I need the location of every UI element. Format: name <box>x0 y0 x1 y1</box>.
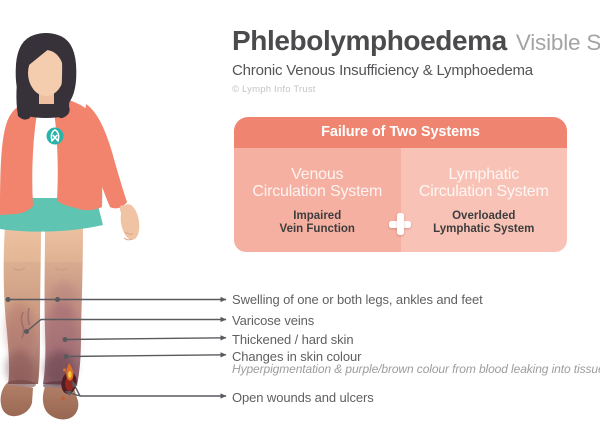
lymphatic-system-panel: Lymphatic Circulation System Overloaded … <box>400 148 567 252</box>
lymphatic-effect-line1: Overloaded <box>452 210 516 222</box>
systems-box-body: Venous Circulation System Impaired Vein … <box>234 148 567 252</box>
copyright-notice: © Lymph Info Trust <box>232 84 316 95</box>
page-title: Phlebolymphoedema <box>232 25 507 56</box>
symptom-wounds: Open wounds and ulcers <box>232 389 374 405</box>
lymphatic-name-line1: Lymphatic <box>448 166 520 183</box>
awareness-ribbon-icon <box>46 127 64 145</box>
callout-wounds-branch-2 <box>65 390 81 397</box>
lymphatic-effect-line2: Lymphatic System <box>433 223 535 235</box>
venous-effect-line2: Vein Function <box>279 223 355 235</box>
venous-effect-line1: Impaired <box>293 210 342 222</box>
woman-figure <box>0 33 140 420</box>
page-header: Phlebolymphoedema Visible Symptoms Chron… <box>232 25 600 96</box>
lymphatic-name-line2: Circulation System <box>418 182 549 200</box>
callout-wounds-branch-1 <box>71 381 81 397</box>
venous-name-line2: Circulation System <box>252 182 383 200</box>
figure-head <box>15 33 77 120</box>
page-subtitle: Chronic Venous Insufficiency & Lymphoede… <box>232 62 533 79</box>
page-title-suffix: Visible Symptoms <box>515 30 600 55</box>
callout-varicose <box>26 316 227 333</box>
symptom-varicose: Varicose veins <box>232 312 315 328</box>
venous-system-panel: Venous Circulation System Impaired Vein … <box>234 148 401 252</box>
figure-legs <box>3 226 83 390</box>
figure-shirt <box>29 100 64 202</box>
figure-hand <box>120 204 140 241</box>
venous-name-line1: Venous <box>291 166 344 183</box>
figure-jacket <box>0 97 127 215</box>
symptom-skin-colour: Changes in skin colour <box>232 348 362 364</box>
symptom-swelling: Swelling of one or both legs, ankles and… <box>232 292 483 307</box>
wound-ulcer <box>61 363 77 394</box>
systems-box-title: Failure of Two Systems <box>234 117 567 148</box>
symptom-thickened: Thickened / hard skin <box>232 331 354 347</box>
callout-skin-colour <box>65 352 227 358</box>
callout-lines <box>5 296 227 399</box>
systems-box: Failure of Two Systems Venous Circulatio… <box>234 117 567 252</box>
plus-icon <box>389 213 411 235</box>
symptom-skin-colour-note: Hyperpigmentation & purple/brown colour … <box>232 362 600 376</box>
callout-thickened <box>64 335 227 341</box>
